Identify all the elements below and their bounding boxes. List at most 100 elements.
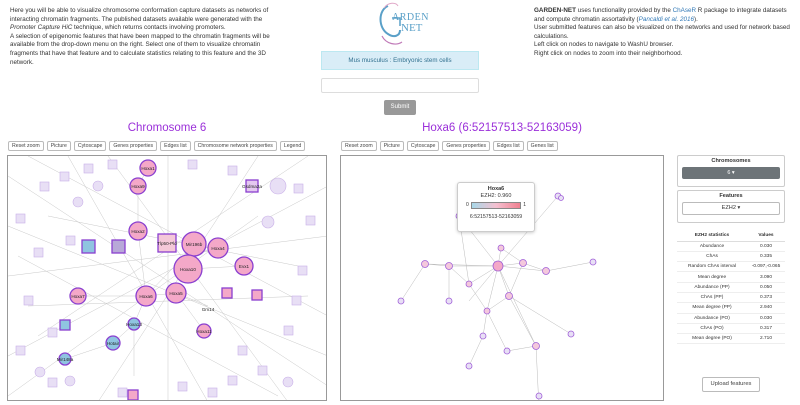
- node-square[interactable]: [251, 289, 263, 301]
- node[interactable]: [397, 297, 405, 305]
- feature-dropdown[interactable]: EZH2 ▾: [682, 202, 780, 215]
- node-hoxa1[interactable]: [139, 159, 157, 177]
- stat-value: 0.030: [747, 241, 785, 252]
- edges-list-button[interactable]: Edges list: [160, 141, 191, 151]
- edges-list-button[interactable]: Edges list: [493, 141, 524, 151]
- node[interactable]: [519, 259, 527, 267]
- node-gsdma2a[interactable]: [245, 179, 259, 193]
- node-hoxa2[interactable]: [128, 221, 148, 241]
- node[interactable]: [445, 297, 453, 305]
- node-square-blue[interactable]: [81, 239, 96, 254]
- picture-button[interactable]: Picture: [379, 141, 404, 151]
- stat-name: Mean degree (PO): [677, 333, 747, 345]
- cytoscape-button[interactable]: Cytoscape: [406, 141, 440, 151]
- neighborhood-toolbar: Reset zoom Picture Cytoscape Genes prope…: [341, 141, 558, 151]
- node[interactable]: [558, 195, 564, 201]
- tooltip-feature-value: EZH2: 0.960: [480, 193, 512, 199]
- label-tlp50: Tlp50-Pld: [157, 241, 177, 246]
- node-mir148a[interactable]: [58, 352, 72, 366]
- chromosome-title: Chromosome 6: [127, 122, 207, 134]
- stat-value: 0.317: [747, 323, 785, 335]
- node-hoxa10[interactable]: [173, 254, 203, 284]
- node[interactable]: [535, 392, 543, 400]
- genes-list-button[interactable]: Genes list: [526, 141, 558, 151]
- node[interactable]: [479, 332, 487, 340]
- reset-zoom-button[interactable]: Reset zoom: [8, 141, 44, 151]
- label-hoxa13: Hoxa13: [126, 322, 142, 327]
- chromosome-network-canvas[interactable]: Hoxa1 Hoxa9 Gsdma2a Hoxa2 Tlp50-Pld Mir1…: [8, 156, 327, 401]
- stat-value: 3.090: [747, 271, 785, 283]
- table-row: ChAs (PP)0.373: [677, 292, 785, 304]
- picture-button[interactable]: Picture: [46, 141, 71, 151]
- node[interactable]: [465, 280, 473, 288]
- node[interactable]: [497, 244, 505, 252]
- genes-properties-button[interactable]: Genes properties: [442, 141, 491, 151]
- chromosome-network[interactable]: Hoxa1 Hoxa9 Gsdma2a Hoxa2 Tlp50-Pld Mir1…: [7, 155, 327, 401]
- node[interactable]: [567, 330, 575, 338]
- about-text: GARDEN-NET uses functionality provided b…: [534, 7, 792, 59]
- label-gsdma2a: Gsdma2a: [242, 184, 262, 189]
- node-square-blue[interactable]: [59, 319, 71, 331]
- node[interactable]: [505, 292, 513, 300]
- node-tlp50[interactable]: [157, 233, 177, 253]
- label-gm14: Gm14: [202, 307, 215, 312]
- node[interactable]: [445, 262, 453, 270]
- chromosome-dropdown[interactable]: 6 ▾: [682, 167, 780, 179]
- neighborhood-nodes[interactable]: [397, 192, 597, 400]
- node-hoxa5[interactable]: [135, 285, 157, 307]
- node[interactable]: [532, 342, 540, 350]
- stat-name: Random ChAs interval: [677, 261, 747, 273]
- stat-name: Abundance: [677, 241, 747, 252]
- node[interactable]: [483, 307, 491, 315]
- garden-net-logo: [379, 2, 403, 45]
- neighborhood-network-canvas[interactable]: [341, 156, 664, 401]
- node-hoxa13[interactable]: [127, 317, 141, 331]
- stat-name: ChAs: [677, 251, 747, 263]
- node-square[interactable]: [111, 239, 126, 254]
- table-row: Mean degree (PP)2.940: [677, 302, 785, 314]
- node[interactable]: [503, 347, 511, 355]
- reset-zoom-button[interactable]: Reset zoom: [341, 141, 377, 151]
- search-input[interactable]: [321, 78, 479, 93]
- node-square[interactable]: [221, 287, 233, 299]
- legend-button[interactable]: Legend: [279, 141, 306, 151]
- node-hoxa6[interactable]: [165, 282, 187, 304]
- node-square[interactable]: [127, 389, 139, 400]
- node-hoxa6[interactable]: [492, 260, 504, 272]
- genes-properties-button[interactable]: Genes properties: [109, 141, 158, 151]
- pancaldi-link[interactable]: Pancaldi et al. 2016: [638, 15, 694, 23]
- node-hoxa4[interactable]: [207, 237, 229, 259]
- node-hoxa7[interactable]: [69, 287, 87, 305]
- feature-nodes[interactable]: [58, 159, 263, 400]
- label-mir148a: Mir148a: [57, 357, 74, 362]
- node[interactable]: [465, 362, 473, 370]
- about-p2: User submitted features can also be visu…: [534, 24, 790, 40]
- network-properties-button[interactable]: Chromosome network properties: [193, 141, 277, 151]
- node-labels: Hoxa1 Hoxa9 Gsdma2a Hoxa2 Tlp50-Pld Mir1…: [57, 166, 263, 362]
- node-hoxa9[interactable]: [129, 177, 147, 195]
- node-evx1[interactable]: [234, 256, 254, 276]
- chaser-link[interactable]: ChAseR: [672, 7, 697, 14]
- node[interactable]: [589, 258, 597, 266]
- upload-features-button[interactable]: Upload features: [702, 377, 760, 392]
- intro-p2: A selection of epigenomic features that …: [10, 32, 270, 66]
- intro-p1: Here you will be able to visualize chrom…: [10, 7, 269, 23]
- intro-text: Here you will be able to visualize chrom…: [10, 7, 282, 67]
- scale-min: 0: [466, 202, 469, 208]
- stat-value: 0.030: [747, 313, 785, 324]
- submit-button[interactable]: Submit: [384, 100, 416, 115]
- stat-name: ChAs (PP): [677, 292, 747, 304]
- chromosome-toolbar: Reset zoom Picture Cytoscape Genes prope…: [8, 141, 306, 151]
- cytoscape-button[interactable]: Cytoscape: [73, 141, 107, 151]
- scale-gradient: [471, 202, 521, 209]
- node[interactable]: [542, 267, 550, 275]
- node-hoxa11[interactable]: [196, 323, 212, 339]
- node-hotair[interactable]: [105, 335, 121, 351]
- species-selector[interactable]: Mus musculus : Embryonic stem cells: [321, 51, 479, 70]
- table-row: Abundance (PP)0.050: [677, 282, 785, 293]
- chromosomes-panel: Chromosomes 6 ▾: [677, 155, 785, 187]
- table-row: Abundance (PO)0.030: [677, 313, 785, 324]
- node[interactable]: [421, 260, 429, 268]
